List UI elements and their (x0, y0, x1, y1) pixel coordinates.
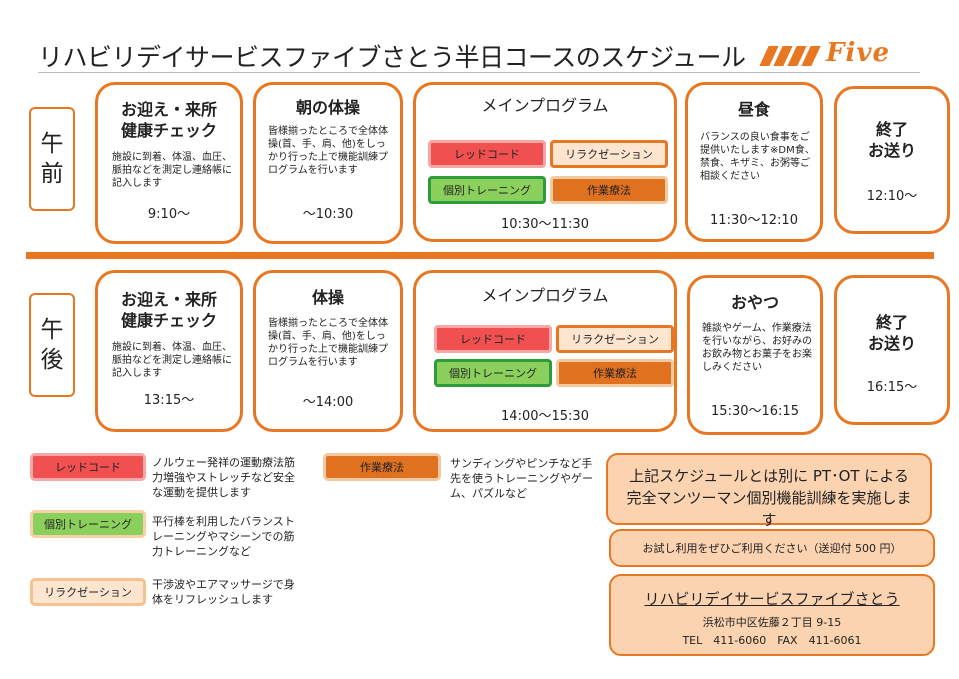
program-tag-red-cord: レッドコード (428, 140, 546, 168)
pm-snack-card: おやつ 雑談やゲーム、作業療法を行いながら、お好みのお飲み物とお菓子をお楽しみく… (687, 275, 823, 435)
card-time: 14:00～15:30 (501, 409, 589, 424)
logo-stripes-icon (759, 46, 824, 66)
program-tag-relaxation: リラクゼーション (550, 140, 668, 168)
facility-phone: TEL 411-6060 FAX 411-6061 (682, 634, 862, 647)
card-time: 16:15～ (866, 380, 918, 395)
period-label-pm: 午 後 (29, 293, 75, 397)
card-title: 朝の体操 (295, 98, 360, 117)
pm-end-card: 終了お送り 16:15～ (834, 275, 950, 425)
card-title: 終了お送り (867, 120, 916, 160)
notice-individual-training: 上記スケジュールとは別に PT･OT による完全マンツーマン個別機能訓練を実施し… (606, 453, 932, 529)
card-time: ～10:30 (302, 207, 354, 222)
card-time: 15:30～16:15 (711, 404, 799, 419)
legend-tag-ot: 作業療法 (323, 453, 441, 481)
card-title: 昼食 (737, 100, 770, 119)
program-tag-relaxation: リラクゼーション (556, 325, 674, 353)
card-title: おやつ (730, 293, 779, 312)
program-tag-individual: 個別トレーニング (428, 176, 546, 204)
card-title: メインプログラム (481, 286, 609, 305)
card-time: 9:10～ (147, 207, 191, 222)
card-description: 施設に到着、体温、血圧、脈拍などを測定し連絡帳に記入します (112, 342, 232, 379)
card-description: バランスの良い食事をご提供いたします※DM食、禁食、キザミ、お粥等ご相談ください (700, 132, 815, 182)
pm-exercise-card: 体操 皆様揃ったところで全体体操(首、手、肩、他)をしっかり行った上で機能訓練プ… (253, 270, 403, 432)
card-description: 雑談やゲーム、作業療法を行いながら、お好みのお飲み物とお菓子をお楽しみください (702, 323, 812, 373)
page-title: リハビリデイサービスファイブさとう半日コースのスケジュール (38, 43, 746, 72)
card-time: 12:10～ (866, 189, 918, 204)
facility-address: 浜松市中区佐藤２丁目 9-15 (702, 616, 842, 629)
pm-pickup-card: お迎え・来所健康チェック 施設に到着、体温、血圧、脈拍などを測定し連絡帳に記入し… (95, 270, 243, 432)
legend-text-ot: サンディングやピンチなど手先を使うトレーニングやゲーム、パズルなど (450, 457, 593, 500)
five-logo: Five (759, 38, 920, 70)
card-title: お迎え・来所健康チェック (120, 290, 217, 330)
card-time: 11:30～12:10 (710, 213, 798, 228)
legend-tag-relaxation: リラクゼーション (30, 578, 146, 606)
legend-text-red-cord: ノルウェー発祥の運動療法筋力増強やストレッチなど安全な運動を提供します (152, 456, 295, 499)
card-time: ～14:00 (302, 395, 354, 410)
am-pm-divider (26, 252, 934, 259)
logo-wordmark: Five (826, 38, 890, 68)
pm-main-program-card: メインプログラム レッドコード リラクゼーション 個別トレーニング 作業療法 1… (413, 270, 677, 432)
card-title: 体操 (311, 288, 344, 307)
contact-box: リハビリデイサービスファイブさとう 浜松市中区佐藤２丁目 9-15 TEL 41… (609, 574, 935, 656)
am-pickup-card: お迎え・来所健康チェック 施設に到着、体温、血圧、脈拍などを測定し連絡帳に記入し… (95, 82, 243, 244)
legend-text-individual: 平行棒を利用したバランストレーニングやマシーンでの筋力トレーニングなど (152, 515, 295, 558)
card-description: 皆様揃ったところで全体体操(首、手、肩、他)をしっかり行った上で機能訓練プログラ… (268, 126, 388, 176)
notice-trial: お試し利用をぜひご利用ください（送迎付 500 円） (609, 529, 935, 567)
legend-text-relaxation: 干渉波やエアマッサージで身体をリフレッシュします (152, 578, 295, 606)
card-description: 皆様揃ったところで全体体操(首、手、肩、他)をしっかり行った上で機能訓練プログラ… (268, 318, 388, 368)
program-tag-ot: 作業療法 (556, 359, 674, 387)
facility-name: リハビリデイサービスファイブさとう (644, 590, 900, 608)
title-underline (38, 72, 920, 73)
legend-tag-red-cord: レッドコード (30, 453, 146, 481)
card-title: 終了お送り (867, 313, 916, 353)
am-lunch-card: 昼食 バランスの良い食事をご提供いたします※DM食、禁食、キザミ、お粥等ご相談く… (685, 82, 823, 242)
card-title: メインプログラム (481, 96, 609, 115)
program-tag-individual: 個別トレーニング (434, 359, 552, 387)
card-description: 施設に到着、体温、血圧、脈拍などを測定し連絡帳に記入します (112, 152, 232, 189)
program-tag-red-cord: レッドコード (434, 325, 552, 353)
card-time: 13:15～ (143, 393, 195, 408)
period-label-am: 午 前 (29, 107, 75, 211)
am-main-program-card: メインプログラム レッドコード リラクゼーション 個別トレーニング 作業療法 1… (413, 82, 677, 242)
am-exercise-card: 朝の体操 皆様揃ったところで全体体操(首、手、肩、他)をしっかり行った上で機能訓… (253, 82, 403, 244)
legend-tag-individual: 個別トレーニング (30, 510, 146, 538)
card-time: 10:30～11:30 (501, 217, 589, 232)
program-tag-ot: 作業療法 (550, 176, 668, 204)
card-title: お迎え・来所健康チェック (120, 100, 217, 140)
am-end-card: 終了お送り 12:10～ (834, 86, 950, 234)
